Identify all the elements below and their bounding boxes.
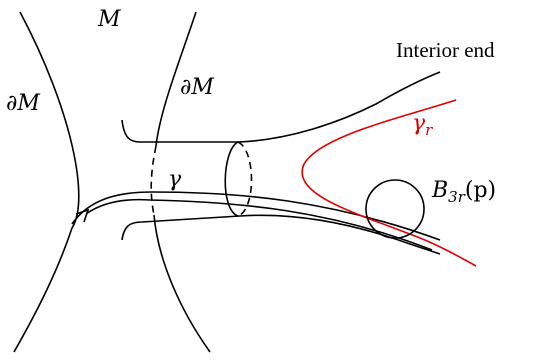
label-interior-end: Interior end [396, 38, 495, 62]
label-manifold: M [97, 7, 121, 32]
ball-arg: (p) [465, 178, 496, 203]
cross-section-front [224, 141, 239, 217]
inner-boundary-lower [153, 214, 211, 353]
left-boundary-partial: ∂ [6, 91, 17, 116]
ball-base: B [431, 178, 448, 203]
label-right-boundary: ∂M [180, 75, 214, 100]
label-ball: B3r(p) [431, 178, 496, 206]
inner-boundary-hidden [150, 145, 157, 216]
cross-section-back [237, 141, 253, 217]
gamma-r-curve [301, 99, 477, 267]
left-boundary-curve [13, 11, 80, 353]
right-boundary-partial: ∂ [180, 75, 191, 100]
inner-boundary-upper [155, 11, 197, 147]
label-gamma: γ [168, 167, 182, 192]
ball-circle [365, 179, 425, 239]
label-left-boundary: ∂M [6, 91, 40, 116]
gamma-r-sub: r [425, 121, 433, 139]
tube-upper-wall [121, 71, 441, 143]
left-boundary-m: M [16, 91, 40, 116]
tube-lower-wall [121, 214, 441, 255]
gamma-geodesic-lower [85, 198, 433, 251]
label-gamma-r: γr [412, 111, 433, 139]
right-boundary-m: M [190, 75, 214, 100]
gamma-r-base: γ [412, 111, 426, 136]
ball-sub: 3r [448, 188, 466, 206]
right-angle-marker [75, 208, 90, 223]
